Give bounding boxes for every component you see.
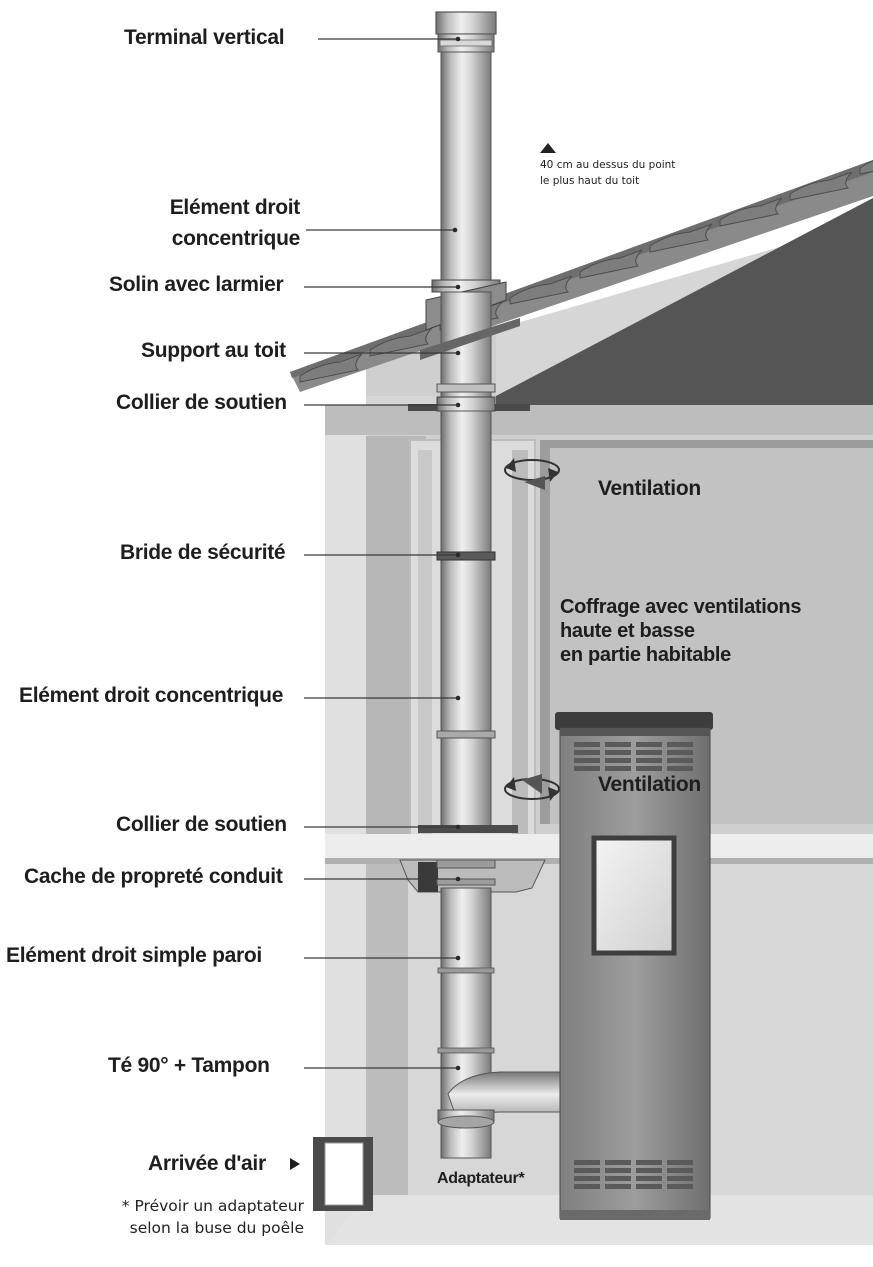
leader-dots [452, 36, 461, 1071]
pellet-stove [555, 712, 713, 1220]
footnote-line1: * Prévoir un adaptateur [121, 1197, 304, 1215]
label-te: Té 90° + Tampon [108, 1054, 270, 1077]
label-collier-1: Collier de soutien [116, 391, 287, 414]
leader-lines [304, 38, 458, 1069]
label-adaptateur: Adaptateur* [437, 1170, 525, 1187]
label-collier-2: Collier de soutien [116, 813, 287, 836]
stove-window [591, 835, 677, 956]
label-cache: Cache de propreté conduit [24, 865, 283, 888]
coffrage-line3: en partie habitable [560, 644, 732, 666]
label-element-droit-top-2: concentrique [171, 227, 301, 250]
label-simple-paroi: Elément droit simple paroi [6, 944, 262, 967]
label-ventilation-top: Ventilation [598, 477, 701, 500]
label-bride: Bride de sécurité [120, 541, 286, 564]
ventilation-arrow-bottom [504, 774, 560, 801]
label-support-toit: Support au toit [141, 339, 286, 362]
arrow-right-icon [290, 1158, 300, 1170]
height-note-line1: 40 cm au dessus du point [540, 159, 676, 171]
footnote-line2: selon la buse du poêle [129, 1219, 304, 1237]
label-element-droit-top-1: Elément droit [169, 196, 301, 219]
roof-underside [496, 198, 873, 415]
coffrage-line1: Coffrage avec ventilations [560, 596, 802, 618]
label-element-concentrique: Elément droit concentrique [19, 684, 284, 707]
label-arrivee-air: Arrivée d'air [148, 1152, 266, 1175]
label-ventilation-bottom: Ventilation [598, 773, 701, 796]
chimney-pipe [399, 11, 561, 1159]
height-note-line2: le plus haut du toit [540, 175, 640, 187]
ventilation-arrow-top [504, 458, 560, 490]
label-terminal-vertical: Terminal vertical [124, 26, 285, 49]
height-marker-icon [540, 143, 556, 153]
coffrage-line2: haute et basse [560, 620, 695, 642]
label-solin: Solin avec larmier [109, 273, 284, 296]
air-inlet [313, 1137, 373, 1211]
